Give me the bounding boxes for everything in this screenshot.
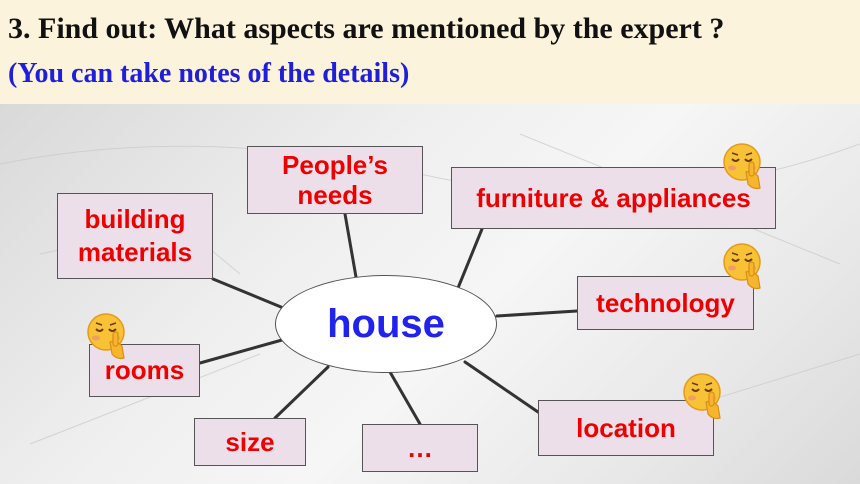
page-title: 3. Find out: What aspects are mentioned …	[8, 12, 725, 45]
node-label: location	[576, 412, 676, 443]
node-location: location	[538, 400, 714, 456]
link-location	[463, 360, 540, 414]
link-furniture-appliances	[456, 227, 484, 290]
node-size: size	[194, 418, 306, 466]
center-label: house	[327, 301, 445, 346]
node-label: technology	[596, 287, 735, 318]
header-bar: 3. Find out: What aspects are mentioned …	[0, 0, 860, 104]
node-rooms: rooms	[89, 344, 200, 397]
node-label: building materials	[77, 204, 193, 267]
link-building-materials	[211, 277, 283, 309]
link-rooms	[198, 338, 284, 365]
node-label: …	[407, 432, 433, 463]
node-label: People’s needs	[282, 150, 388, 210]
link-technology	[495, 309, 579, 318]
node-furniture-appliances: furniture & appliances	[451, 167, 776, 229]
node-building-materials: building materials	[57, 193, 213, 279]
link-more	[388, 370, 422, 426]
shushing-face-emoji-icon	[87, 313, 125, 360]
node-label: furniture & appliances	[476, 182, 751, 213]
page-subtitle: (You can take notes of the details)	[8, 58, 410, 89]
node-peoples-needs: People’s needs	[247, 146, 423, 214]
center-node-house: house	[275, 275, 497, 373]
link-size	[273, 365, 330, 420]
node-label: rooms	[104, 355, 185, 385]
node-label: size	[225, 426, 275, 457]
shushing-face-emoji-icon	[723, 143, 761, 190]
node-more: …	[362, 424, 478, 472]
shushing-face-emoji-icon	[683, 373, 721, 420]
shushing-face-emoji-icon	[723, 243, 761, 290]
node-technology: technology	[577, 276, 754, 330]
link-peoples-needs	[343, 212, 358, 279]
